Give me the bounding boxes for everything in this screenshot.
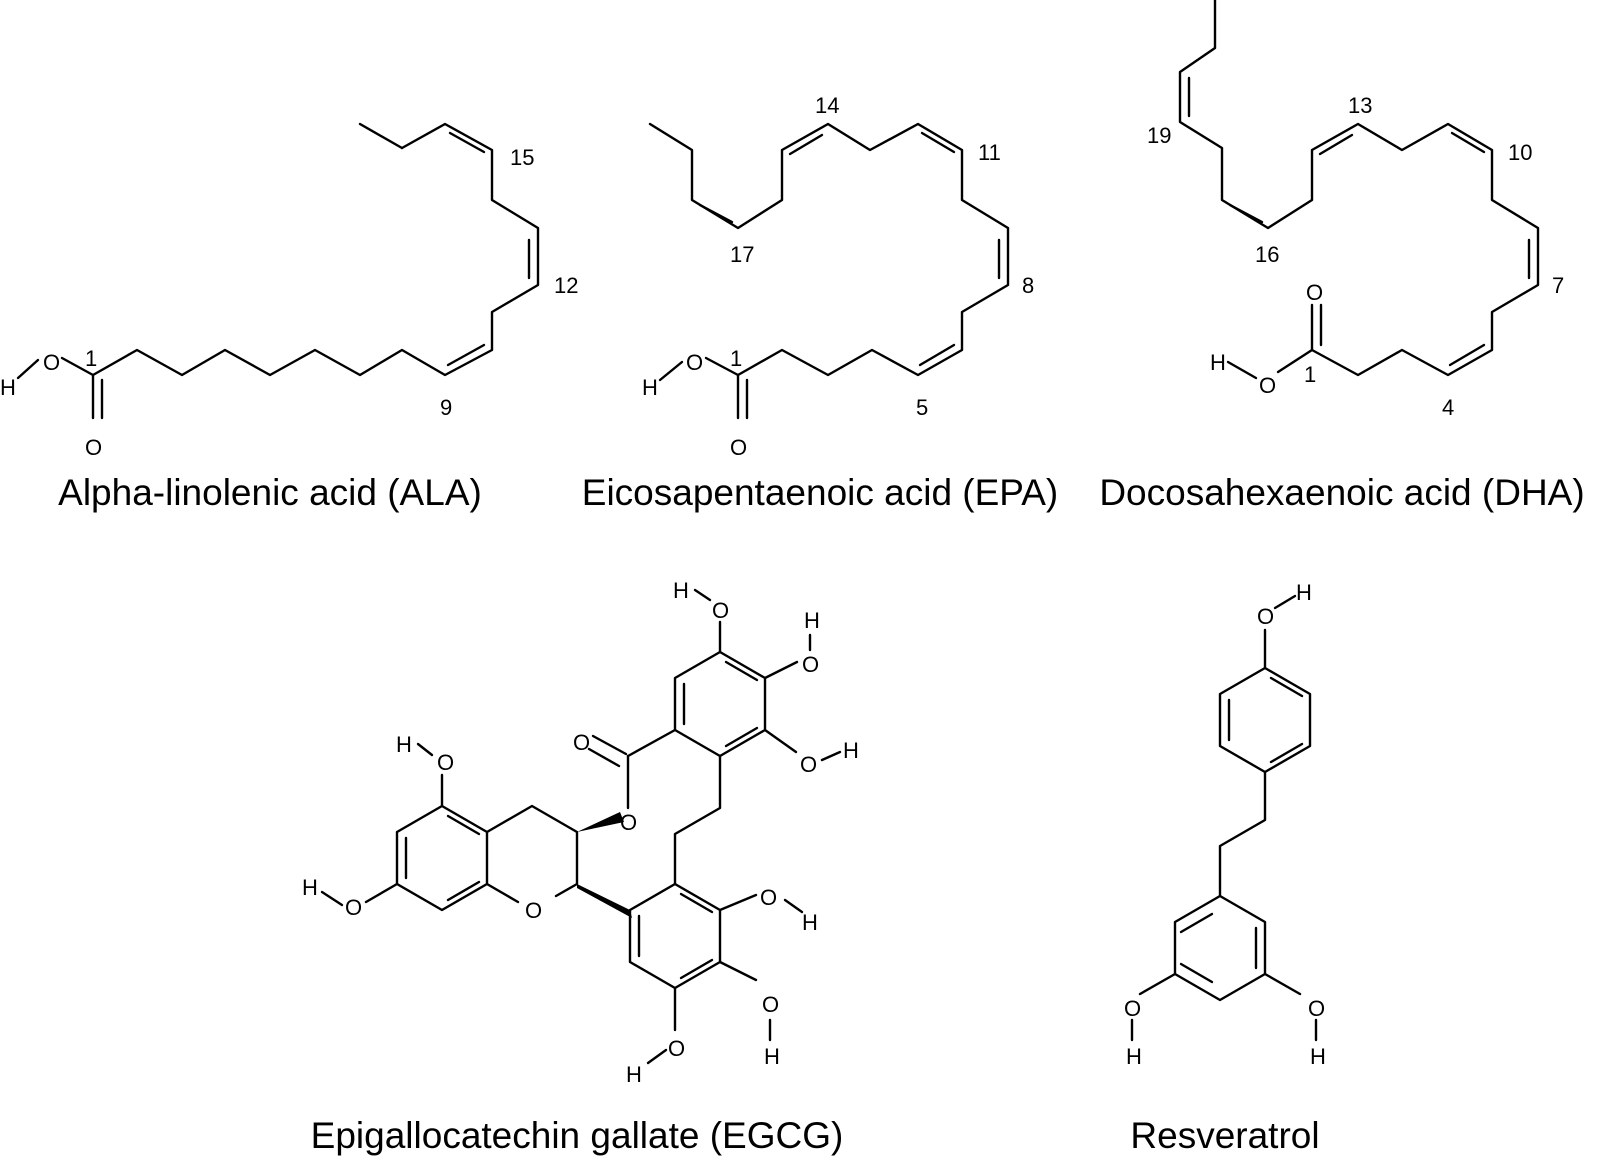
dha-bonds [1178, 0, 1540, 380]
egcg-carbonyl-oxygen: O [573, 730, 590, 755]
dha-carbon-number: 13 [1348, 93, 1372, 118]
epa-oxygen-carbonyl: O [730, 435, 747, 460]
egcg-hydrogen: H [804, 608, 820, 633]
resveratrol-caption: Resveratrol [1130, 1115, 1319, 1156]
egcg-hydrogen: H [843, 738, 859, 763]
egcg-caption: Epigallocatechin gallate (EGCG) [311, 1115, 844, 1156]
dha-carbon-number: 7 [1552, 273, 1564, 298]
egcg-structure: O H O H O O O O H O H O H O H O H O H Ep… [302, 578, 859, 1156]
dha-carbon-number: 19 [1147, 123, 1171, 148]
egcg-hydrogen: H [673, 578, 689, 603]
egcg-oxygen: O [437, 750, 454, 775]
egcg-oxygen: O [712, 598, 729, 623]
egcg-ring-oxygen: O [525, 898, 542, 923]
dha-carbon-number: 10 [1508, 140, 1532, 165]
epa-caption: Eicosapentaenoic acid (EPA) [582, 472, 1058, 513]
ala-carbon-number: 15 [510, 145, 534, 170]
dha-carbon-number: 4 [1442, 395, 1454, 420]
epa-carbon-number: 8 [1022, 273, 1034, 298]
ala-caption: Alpha-linolenic acid (ALA) [58, 472, 482, 513]
resveratrol-oxygen: O [1308, 996, 1325, 1021]
egcg-wedge-bond [577, 812, 624, 832]
epa-carbon-number: 17 [730, 242, 754, 267]
resveratrol-bonds [1130, 594, 1318, 1042]
resveratrol-hydrogen: H [1310, 1044, 1326, 1069]
egcg-hydrogen: H [396, 732, 412, 757]
dha-carbon-number: 16 [1255, 242, 1279, 267]
epa-carbon-number: 1 [730, 346, 742, 371]
ala-carbon-number: 9 [440, 395, 452, 420]
epa-oxygen-hydroxyl: O [686, 350, 703, 375]
egcg-oxygen: O [800, 752, 817, 777]
egcg-hydrogen: H [802, 910, 818, 935]
egcg-hydrogen: H [626, 1062, 642, 1087]
egcg-oxygen: O [762, 992, 779, 1017]
dha-caption: Docosahexaenoic acid (DHA) [1099, 472, 1584, 513]
resveratrol-hydrogen: H [1296, 580, 1312, 605]
resveratrol-oxygen: O [1124, 996, 1141, 1021]
resveratrol-oxygen: O [1257, 604, 1274, 629]
epa-carbon-number: 11 [978, 140, 1001, 165]
egcg-oxygen: O [760, 885, 777, 910]
dha-oxygen-carbonyl: O [1306, 280, 1323, 305]
egcg-wedge-bond [577, 884, 632, 918]
epa-hydrogen: H [642, 375, 658, 400]
egcg-oxygen: O [668, 1036, 685, 1061]
dha-structure: O O H 1 4 7 10 13 16 19 Docosahexaenoic … [1099, 0, 1585, 513]
dha-oxygen-hydroxyl: O [1259, 373, 1276, 398]
dha-hydrogen: H [1210, 350, 1226, 375]
epa-structure: O H O 1 5 8 11 14 17 Eicosapentaenoic ac… [582, 93, 1058, 513]
egcg-hydrogen: H [764, 1044, 780, 1069]
resveratrol-structure: O H O H O H Resveratrol [1124, 580, 1326, 1156]
ala-oxygen-carbonyl: O [85, 435, 102, 460]
ala-oxygen-hydroxyl: O [43, 350, 60, 375]
egcg-oxygen: O [345, 895, 362, 920]
resveratrol-hydrogen: H [1126, 1044, 1142, 1069]
epa-carbon-number: 14 [815, 93, 839, 118]
epa-bonds [648, 122, 1010, 420]
ala-bonds [16, 122, 540, 420]
ala-carbon-number: 12 [554, 273, 578, 298]
ala-carbon-number: 1 [85, 346, 97, 371]
egcg-oxygen: O [802, 652, 819, 677]
ala-structure: O H O 1 9 12 15 Alpha-linolenic acid (AL… [0, 122, 578, 513]
ala-hydrogen: H [0, 375, 16, 400]
egcg-ester-oxygen: O [620, 810, 637, 835]
egcg-hydrogen: H [302, 875, 318, 900]
dha-carbon-number: 1 [1304, 362, 1316, 387]
epa-carbon-number: 5 [916, 395, 928, 420]
